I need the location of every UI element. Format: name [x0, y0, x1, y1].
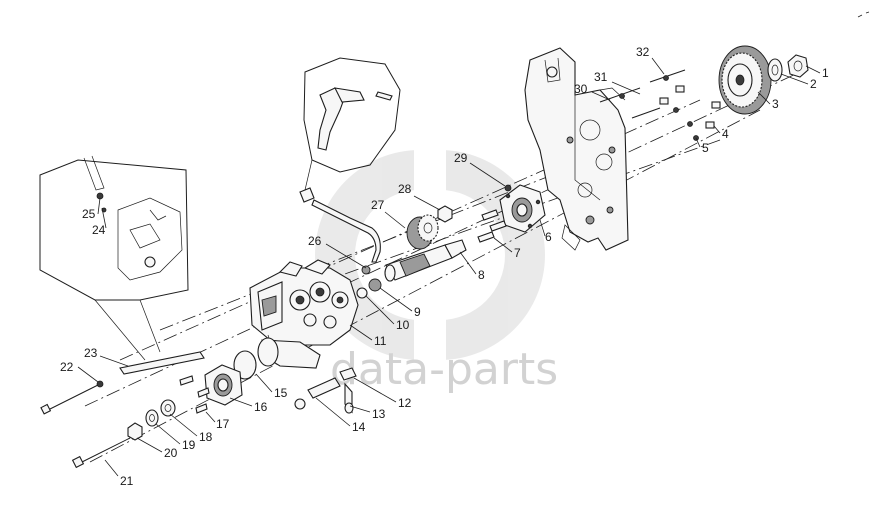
- injection-pump: [249, 259, 359, 369]
- callout-32: 32: [636, 45, 650, 59]
- callout-8: 8: [478, 268, 485, 282]
- flange-screws: [179, 375, 210, 414]
- corner-marks: [857, 11, 870, 18]
- callout-24: 24: [92, 223, 106, 237]
- pin: [294, 377, 341, 410]
- delivery-rod: [119, 351, 205, 375]
- bracket: [344, 382, 354, 414]
- gear-washer: [767, 58, 783, 82]
- callout-29: 29: [454, 151, 468, 165]
- callout-18: 18: [199, 430, 213, 444]
- callout-26: 26: [308, 234, 322, 248]
- callout-22: 22: [60, 360, 74, 374]
- gear-nut: [787, 54, 809, 78]
- callout-5: 5: [702, 141, 709, 155]
- detail-view-top: [303, 57, 401, 191]
- flange-bolts: [477, 209, 507, 243]
- watermark-text: data-parts: [330, 344, 558, 395]
- leader-lines: [77, 57, 821, 477]
- washer: [145, 409, 159, 427]
- bearing-flange: [499, 184, 546, 233]
- gear-case-housing: [524, 47, 629, 251]
- pump-gear: [406, 214, 439, 250]
- callout-9: 9: [414, 305, 421, 319]
- callout-2: 2: [810, 77, 817, 91]
- case-bolts: [659, 85, 721, 141]
- oil-pipe: [299, 187, 381, 263]
- callout-17: 17: [216, 417, 230, 431]
- mounting-flange: [204, 364, 243, 406]
- callout-30: 30: [574, 82, 588, 96]
- callout-25: 25: [82, 207, 96, 221]
- callout-10: 10: [396, 318, 410, 332]
- studs: [599, 69, 686, 119]
- callout-7: 7: [514, 246, 521, 260]
- callout-23: 23: [84, 346, 98, 360]
- clip: [339, 367, 357, 381]
- locking-ring: [504, 184, 512, 192]
- long-bolt: [71, 437, 131, 469]
- nut: [127, 422, 143, 441]
- callout-27: 27: [371, 198, 385, 212]
- detail-view-left: [39, 155, 189, 361]
- callout-13: 13: [372, 407, 386, 421]
- callout-1: 1: [822, 66, 829, 80]
- callout-12: 12: [398, 396, 412, 410]
- callout-28: 28: [398, 182, 412, 196]
- callout-16: 16: [254, 400, 268, 414]
- drive-shaft: [384, 239, 467, 282]
- callout-labels: 1 2 3 4 5 6 7 8 9 10 11 12 13 14 15 16 1…: [60, 45, 829, 488]
- coupling-parts: [356, 278, 382, 299]
- pipe-fitting: [361, 265, 371, 275]
- callout-21: 21: [120, 474, 134, 488]
- callout-11: 11: [374, 334, 387, 348]
- callout-14: 14: [352, 420, 366, 434]
- bolt: [40, 380, 104, 415]
- callout-31: 31: [594, 70, 608, 84]
- drive-gear: [718, 45, 772, 115]
- bushing: [160, 399, 176, 417]
- callout-20: 20: [164, 446, 178, 460]
- callout-3: 3: [772, 97, 779, 111]
- gear-retaining-nut: [437, 205, 453, 223]
- callout-19: 19: [182, 438, 196, 452]
- callout-6: 6: [545, 230, 552, 244]
- callout-15: 15: [274, 386, 288, 400]
- callout-4: 4: [722, 127, 729, 141]
